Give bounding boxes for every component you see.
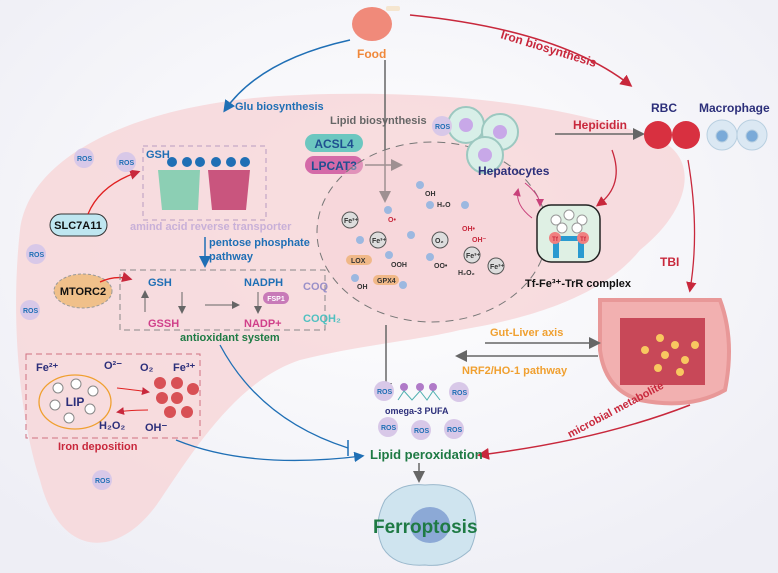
nrf2-label: NRF2/HO-1 pathway [462,365,568,377]
fe3-particles [154,377,199,418]
svg-text:H₂O: H₂O [437,202,451,209]
rbc-label: RBC [651,101,677,115]
svg-text:ROS: ROS [447,427,463,434]
svg-text:LOX: LOX [351,258,366,265]
mtorc2-ellipse [53,273,113,309]
acsl4-pill [305,134,363,152]
svg-text:MTORC2: MTORC2 [60,286,106,298]
svg-text:ROS: ROS [119,160,135,167]
lipid-cycle-labels: Fe³⁺ Fe³⁺ O₂ Fe³⁺ Fe³⁺ OH H₂O O• OOH OO•… [341,191,505,291]
svg-text:O₂: O₂ [435,238,444,245]
gsh-top-label: GSH [146,149,170,161]
omega3-label: omega-3 PUFA [385,406,449,416]
svg-text:LPCAT3: LPCAT3 [311,159,357,173]
fe3-label: Fe³⁺ [173,362,196,374]
svg-text:H₂O₂: H₂O₂ [458,270,475,277]
lipid-molecule-icons [351,181,469,289]
gssh-label: GSSH [148,318,179,330]
ros-icons: ROS ROS ROS ROS ROS ROS ROS ROS ROS ROS … [20,116,469,490]
svg-text:OH⁻: OH⁻ [472,237,487,244]
svg-text:Tf: Tf [580,237,587,243]
o2-label: O₂ [140,362,154,374]
svg-text:ROS: ROS [95,478,111,485]
ferroptosis-label: Ferroptosis [373,517,478,538]
lipid-peroxidation-label: Lipid peroxidation [370,447,483,462]
svg-text:ROS: ROS [435,124,451,131]
intestine-icon [598,297,731,406]
o2minus-label: O²⁻ [104,360,122,372]
svg-text:ROS: ROS [23,308,39,315]
svg-text:ACSL4: ACSL4 [314,137,354,151]
coq-label: COQ [303,281,329,293]
svg-text:Fe³⁺: Fe³⁺ [490,264,505,271]
svg-text:ROS: ROS [377,389,393,396]
svg-text:Fe³⁺: Fe³⁺ [466,253,481,260]
lip-pool [38,374,112,430]
food-drumstick-icon [352,6,400,41]
transporter-pink-icon [208,170,250,210]
lip-iron-circles [49,378,99,424]
oh-label: OH⁻ [145,422,168,434]
transporter-green-icon [158,170,200,210]
svg-text:SLC7A11: SLC7A11 [54,220,102,232]
svg-text:ROS: ROS [381,425,397,432]
h2o2-label: H₂O₂ [99,420,125,432]
svg-text:O•: O• [388,217,396,224]
lip-label: LIP [66,395,85,409]
gsh-label: GSH [148,277,172,289]
slc7a11-pill [49,213,108,237]
transporter-label: amind acid reverse transporter [130,221,292,233]
pentose-label-1: pentose phosphate [209,237,310,249]
nadp-label: NADP+ [244,318,282,330]
svg-text:GPX4: GPX4 [377,278,396,285]
svg-text:Fe³⁺: Fe³⁺ [344,218,359,225]
fsp1-pill [263,292,289,304]
iron-deposition-box [25,353,201,439]
svg-text:Fe³⁺: Fe³⁺ [372,238,387,245]
svg-text:OO•: OO• [434,263,448,270]
hepicidin-label: Hepicidin [573,118,627,132]
svg-text:OH•: OH• [462,226,476,233]
tf-complex-label: Tf-Fe³⁺-TrR complex [525,278,632,290]
iron-deposition-title: Iron deposition [58,441,138,453]
macrophage-icon [706,119,768,151]
fe2-label: Fe²⁺ [36,362,59,374]
gut-liver-label: Gut-Liver axis [490,327,563,339]
omega3-pufa-icon [400,383,437,391]
svg-text:OOH: OOH [391,262,407,269]
antioxidant-box [119,269,326,331]
food-label: Food [357,47,386,61]
svg-text:ROS: ROS [452,390,468,397]
svg-text:Tf: Tf [552,237,559,243]
nadph-label: NADPH [244,277,283,289]
pentose-label-2: pathway [209,251,254,263]
tbi-label: TBI [660,255,679,269]
rbc-icon [644,121,700,149]
svg-text:OH: OH [425,191,436,198]
svg-text:ROS: ROS [414,428,430,435]
svg-text:ROS: ROS [77,156,93,163]
lipid-biosynthesis-label: Lipid biosynthesis [330,115,427,127]
hepatocytes-label: Hepatocytes [478,164,550,178]
macrophage-label: Macrophage [699,101,770,115]
coqh2-label: COQH₂ [303,313,341,325]
svg-text:ROS: ROS [29,252,45,259]
antioxidant-title: antioxidant system [180,332,280,344]
svg-text:FSP1: FSP1 [267,296,285,303]
svg-text:OH: OH [357,284,368,291]
glu-biosynthesis-label: Glu biosynthesis [235,101,324,113]
gsh-dots [167,157,250,167]
